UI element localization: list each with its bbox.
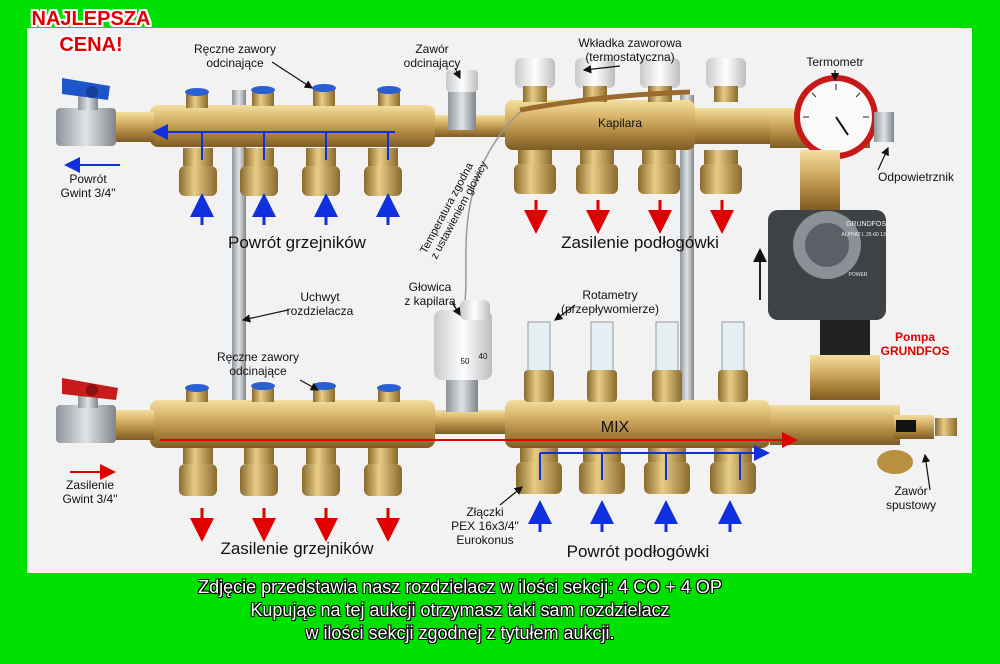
caption: Zdjęcie przedstawia nasz rozdzielacz w i… bbox=[0, 576, 920, 645]
caption-line-3: w ilości sekcji zgodnej z tytułem aukcji… bbox=[305, 623, 615, 643]
label-mix: MIX bbox=[600, 419, 630, 436]
pump-power-text: POWER bbox=[848, 272, 868, 278]
promo-badge: NAJLEPSZA CENA! bbox=[6, 6, 176, 58]
label-capillary: Kapilara bbox=[597, 116, 643, 130]
promo-line-1: NAJLEPSZA bbox=[31, 8, 151, 30]
promo-line-2: CENA! bbox=[59, 34, 123, 56]
label-floor-supply: Zasilenie podłogówki bbox=[561, 233, 719, 252]
label-rotameters: Rotametry(przepływomierze) bbox=[560, 288, 660, 316]
caption-line-2: Kupując na tej aukcji otrzymasz taki sam… bbox=[250, 600, 670, 620]
label-floor-return: Powrót podłogówki bbox=[566, 542, 710, 561]
label-radiator-supply: Zasilenie grzejników bbox=[220, 539, 374, 558]
label-radiator-return: Powrót grzejników bbox=[228, 233, 366, 252]
head-scale-50: 50 bbox=[460, 357, 470, 366]
label-thermometer: Termometr bbox=[806, 55, 864, 69]
label-air-vent: Odpowietrznik bbox=[877, 170, 955, 184]
head-scale-40: 40 bbox=[478, 352, 488, 361]
pump-brand-text: GRUNDFOS bbox=[845, 221, 887, 228]
caption-line-1: Zdjęcie przedstawia nasz rozdzielacz w i… bbox=[198, 577, 722, 597]
pump-model-text: ALPHA2 L 25-60 130 bbox=[841, 232, 889, 238]
label-thermo-insert: Wkładka zaworowa(termostatyczna) bbox=[578, 36, 682, 64]
